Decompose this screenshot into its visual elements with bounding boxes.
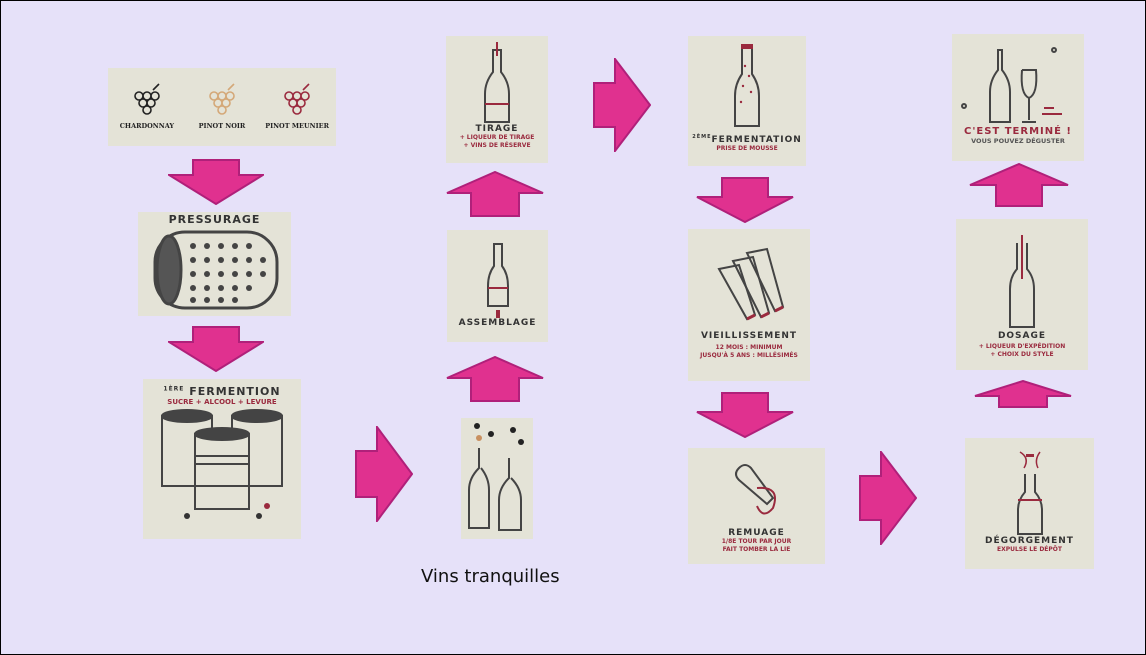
disgorging-bottle-icon: [1016, 451, 1043, 535]
grape-pinot-meunier: PINOT MEUNIER: [262, 82, 332, 130]
degorgement-card: DÉGORGEMENT EXPULSE LE DÉPÔT: [965, 438, 1094, 569]
assemblage-card: ASSEMBLAGE: [447, 230, 548, 342]
remuage-card: REMUAGE 1/8E TOUR PAR JOUR FAIT TOMBER L…: [688, 448, 825, 564]
bottle-and-glass-icon: [961, 47, 1062, 123]
aging-bottles-icon: [717, 247, 785, 321]
vats-icon: [161, 409, 283, 519]
sparkling-bottle-icon: [734, 44, 760, 127]
arrow-down-icon: [168, 326, 264, 372]
arrow-down-icon: [696, 177, 794, 223]
grape-icon: [284, 83, 310, 115]
vieillissement-card: VIEILLISSEMENT 12 MOIS : MINIMUM JUSQU'À…: [688, 229, 810, 381]
dosage-card: DOSAGE + LIQUEUR D'EXPÉDITION + CHOIX DU…: [956, 219, 1088, 370]
bottle-icon: [484, 42, 510, 123]
arrow-up-icon: [974, 380, 1072, 408]
arrow-down-icon: [696, 392, 794, 438]
grape-pinot-noir: PINOT NOIR: [187, 82, 257, 130]
pressurage-card: PRESSURAGE: [138, 212, 291, 316]
still-wines-caption: Vins tranquilles: [421, 566, 560, 587]
arrow-right-icon: [355, 426, 413, 522]
arrow-right-icon: [859, 451, 917, 545]
riddling-bottle-icon: [734, 464, 776, 515]
grape-icon: [209, 83, 235, 115]
arrow-up-icon: [446, 356, 544, 402]
dosage-bottle-icon: [1009, 235, 1035, 328]
fermentation1-card: 1ÈRE FERMENTION SUCRE + ALCOOL + LEVURE: [143, 379, 301, 539]
grapes-card: CHARDONNAY PINOT NOIR PINOT MEUNIER: [108, 68, 336, 146]
grape-chardonnay: CHARDONNAY: [112, 82, 182, 130]
fermentation2-card: 2ÈMEFERMENTATION PRISE DE MOUSSE: [688, 36, 806, 166]
arrow-down-icon: [168, 159, 264, 205]
grape-icon: [134, 83, 160, 115]
tirage-card: TIRAGE + LIQUEUR DE TIRAGE + VINS DE RÉS…: [446, 36, 548, 163]
arrow-right-icon: [593, 58, 651, 152]
still-wines-card: [461, 418, 533, 539]
arrow-up-icon: [969, 163, 1069, 207]
press-drum-icon: [153, 230, 278, 310]
bottles-icon: [468, 423, 524, 531]
bottle-icon: [486, 243, 509, 318]
termine-card: C'EST TERMINÉ ! VOUS POUVEZ DÉGUSTER: [952, 34, 1084, 161]
arrow-up-icon: [446, 171, 544, 217]
